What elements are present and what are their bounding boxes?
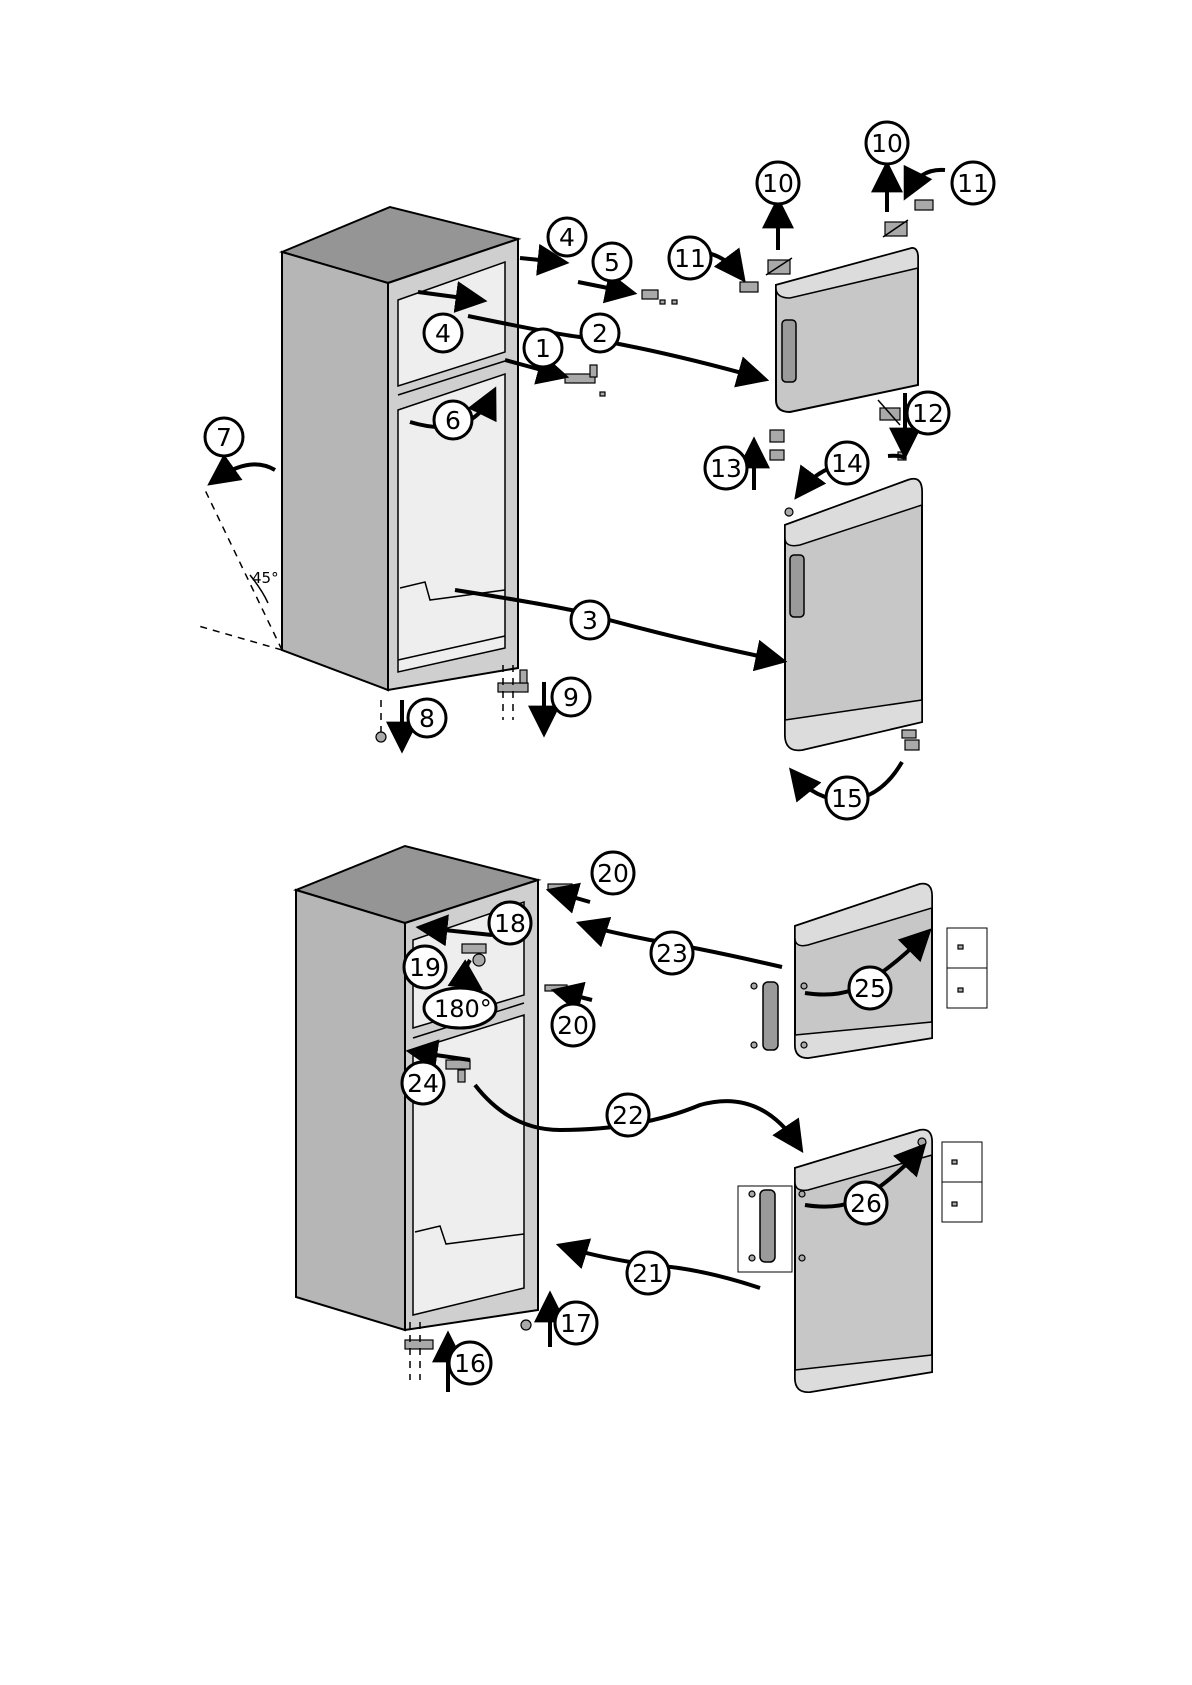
step-label-11: 11 [952, 162, 994, 204]
step-number: 4 [435, 319, 451, 348]
rotation-label: 180° [434, 995, 492, 1023]
step-label-11: 11 [669, 237, 711, 279]
step-number: 14 [831, 449, 863, 478]
step-number: 5 [604, 248, 620, 277]
step-label-10: 10 [866, 122, 908, 164]
step-label-19: 19 [404, 946, 446, 988]
tilt-angle-label: 45° [252, 569, 279, 587]
step-number: 25 [854, 974, 886, 1003]
step-number: 18 [494, 909, 526, 938]
step-label-13: 13 [705, 447, 747, 489]
step-label-14: 14 [826, 442, 868, 484]
step-number: 21 [632, 1259, 664, 1288]
step-label-21: 21 [627, 1252, 669, 1294]
step-number: 11 [957, 169, 989, 198]
fridge-door-upper [785, 479, 922, 750]
step-number: 9 [563, 683, 579, 712]
step-label-8: 8 [408, 699, 446, 737]
step-label-17: 17 [555, 1302, 597, 1344]
step-label-4: 4 [424, 314, 462, 352]
step-number: 13 [710, 454, 742, 483]
step-label-7: 7 [205, 418, 243, 456]
step-label-10: 10 [757, 162, 799, 204]
step-label-9: 9 [552, 678, 590, 716]
step-number: 7 [216, 423, 232, 452]
step-number: 20 [557, 1011, 589, 1040]
step-label-3: 3 [571, 601, 609, 639]
step-label-26: 26 [845, 1182, 887, 1224]
step-number: 17 [560, 1309, 592, 1338]
step-label-12: 12 [907, 392, 949, 434]
step-number: 8 [419, 704, 435, 733]
step-number: 24 [407, 1069, 439, 1098]
step-label-20: 20 [592, 852, 634, 894]
step-number: 11 [674, 244, 706, 273]
step-label-2: 2 [581, 314, 619, 352]
step-label-16: 16 [449, 1342, 491, 1384]
step-number: 23 [656, 939, 688, 968]
step-number: 15 [831, 784, 863, 813]
step-number: 16 [454, 1349, 486, 1378]
step-number: 26 [850, 1189, 882, 1218]
step-label-18: 18 [489, 902, 531, 944]
step-number: 2 [592, 319, 608, 348]
step-number: 19 [409, 953, 441, 982]
step-label-25: 25 [849, 967, 891, 1009]
step-number: 4 [559, 223, 575, 252]
step-number: 12 [912, 399, 944, 428]
middle-hinge-parts [565, 365, 605, 396]
step-label-15: 15 [826, 777, 868, 819]
step-number: 6 [445, 406, 461, 435]
top-hinge-parts [642, 290, 677, 304]
step-label-4: 4 [548, 218, 586, 256]
step-label-6: 6 [434, 401, 472, 439]
step-label-22: 22 [607, 1094, 649, 1136]
step-label-20: 20 [552, 1004, 594, 1046]
step-number: 3 [582, 606, 598, 635]
fridge-door-lower [738, 1130, 982, 1392]
step-number: 10 [871, 129, 903, 158]
step-label-5: 5 [593, 243, 631, 281]
step-number: 10 [762, 169, 794, 198]
step-label-24: 24 [402, 1062, 444, 1104]
step-number: 22 [612, 1101, 644, 1130]
step-number: 1 [535, 334, 551, 363]
step-label-23: 23 [651, 932, 693, 974]
step-number: 20 [597, 859, 629, 888]
step-label-1: 1 [524, 329, 562, 367]
